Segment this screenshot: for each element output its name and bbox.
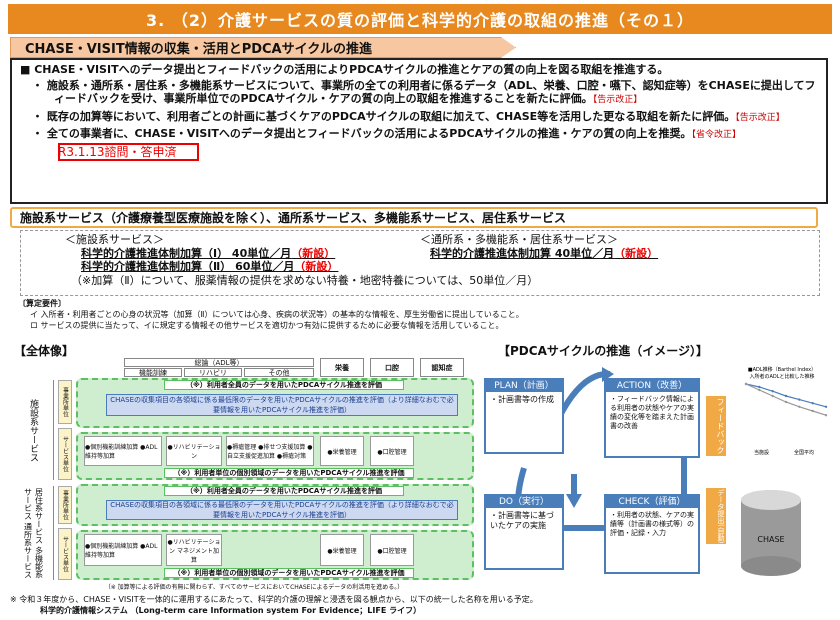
col-rehab: リハビリ	[184, 368, 242, 377]
day-addon-1: 科学的介護推進体制加算 40単位／月（新設）	[430, 246, 659, 260]
do-box: DO（実行） ・計画書等に基づいたケアの実施	[484, 494, 564, 570]
mini-point-0-5	[811, 402, 814, 405]
mini-chart-title: ■ADL推移（Barthel Index）	[748, 366, 816, 373]
approval-stamp: R3.1.13諮問・答申済	[58, 142, 199, 161]
mini-point-0-6	[824, 405, 828, 408]
facility-items-2: ●リハビリテーション	[166, 436, 222, 466]
col-dementia: 認知症	[420, 358, 464, 377]
facility-office-unit: 事業所単位	[58, 380, 72, 424]
col-other: その他	[244, 368, 314, 377]
mini-series-line-1	[745, 383, 827, 416]
facility-addon-1: 科学的介護推進体制加算（Ⅰ） 40単位／月（新設）	[81, 246, 336, 260]
day-service-unit: サービス単位	[58, 528, 72, 580]
day-pdca-individual: （※）利用者単位の個別領域のデータを用いたPDCAサイクル推進を評価	[164, 568, 414, 578]
lead-text: ■ CHASE・VISITへのデータ提出とフィードバックの活用によりPDCAサイ…	[20, 63, 669, 76]
mini-point-1-4	[798, 405, 801, 408]
bullet-1: ・ 施設系・通所系・居住系・多機能系サービスについて、事業所の全ての利用者に係る…	[32, 78, 816, 106]
mini-point-1-1	[758, 388, 761, 392]
day-items-5: ●口腔管理	[370, 534, 414, 566]
mini-legend-2: 全国平均	[794, 449, 814, 456]
pdca-label: 【PDCAサイクルの推進（イメージ）】	[498, 344, 709, 358]
facility-pdca-all: （※）利用者全員のデータを用いたPDCAサイクル推進を評価	[164, 380, 404, 390]
facility-pdca-individual: （※）利用者単位の個別領域のデータを用いたPDCAサイクル推進を評価	[164, 468, 414, 478]
facility-items-4: ●栄養管理	[320, 436, 364, 466]
whole-picture-diagram: 総論（ADL等） 機能訓練 リハビリ その他 栄養 口腔 認知症 施設系サービス…	[14, 358, 480, 591]
footnote: ※ 令和３年度から、CHASE・VISITを一体的に運用するにあたって、科学的介…	[10, 594, 830, 616]
addon-box: ＜施設系サービス＞ 科学的介護推進体制加算（Ⅰ） 40単位／月（新設） 科学的介…	[20, 230, 820, 296]
col-functional: 機能訓練	[124, 368, 182, 377]
whole-picture-label: 【全体像】	[14, 344, 75, 358]
footnote-2: 科学的介護情報システム （Long-term care Information …	[40, 606, 422, 615]
mini-point-1-6	[824, 414, 828, 417]
page-title: 3. （2）介護サービスの質の評価と科学的介護の取組の推進（その１）	[8, 4, 832, 34]
day-pdca-all: （※）利用者全員のデータを用いたPDCAサイクル推進を評価	[164, 486, 404, 496]
mini-point-0-1	[758, 385, 761, 389]
chase-database-icon: CHASE	[741, 490, 801, 576]
addon-note: （※加算（Ⅱ）について、服薬情報の提供を求めない特養・地密特養については、50単…	[71, 273, 539, 287]
bullet-2: ・ 既存の加算等において、利用者ごとの計画に基づくケアのPDCAサイクルの取組に…	[32, 109, 785, 123]
mini-point-1-0	[744, 382, 748, 386]
pdca-cycle: PLAN（計画） ・計画書等の作成 ACTION（改善） ・フィードバック情報に…	[484, 358, 834, 594]
facility-service-unit: サービス単位	[58, 428, 72, 480]
data-submit-arrow: データ提出(自動)	[706, 488, 726, 544]
diagram-footer-note: （※ 加算等による評価の有無に関わらず、すべてのサービスにおいてCHASEによる…	[104, 583, 404, 591]
facility-items-3: ●褥瘡管理 ●排せつ支援加算 ●自立支援促進加算 ●褥瘡対策	[226, 436, 314, 466]
day-office-unit: 事業所単位	[58, 486, 72, 524]
service-bar: 施設系サービス（介護療養型医療施設を除く）、通所系サービス、多機能系サービス、居…	[10, 207, 818, 228]
row-facility-label: 施設系サービス	[14, 380, 54, 480]
col-nutrition: 栄養	[320, 358, 364, 377]
day-chase-bar: CHASEの収集項目の各領域に係る最低限のデータを用いたPDCAサイクルの推進を…	[106, 500, 458, 520]
mini-point-1-2	[771, 394, 774, 398]
day-items-2: ●リハビリテーション マネジメント加算	[166, 534, 222, 566]
summary-box: ■ CHASE・VISITへのデータ提出とフィードバックの活用によりPDCAサイ…	[10, 58, 828, 204]
facility-heading: ＜施設系サービス＞	[65, 233, 164, 246]
col-oral: 口腔	[370, 358, 414, 377]
mini-chart-lines	[744, 382, 828, 417]
mini-point-1-5	[811, 409, 814, 413]
day-items-1: ●個別機能訓練加算 ●ADL維持等加算	[84, 534, 162, 566]
mini-chart-sub: 入所者のADLと比較した推移	[749, 373, 814, 380]
mini-legend-1: 当施設	[754, 449, 769, 456]
general-header: 総論（ADL等）	[124, 358, 314, 367]
requirements: 〔算定要件〕 イ 入所者・利用者ごとの心身の状況等（加算（Ⅱ）については心身、疾…	[18, 299, 524, 330]
mini-point-1-3	[784, 400, 788, 404]
mini-point-0-3	[784, 394, 788, 398]
action-box: ACTION（改善） ・フィードバック情報による利用者の状態やケアの実績の変化等…	[604, 378, 700, 458]
check-box: CHECK（評価） ・利用者の状態、ケアの実績等（計画書の様式等）の評価・記録・…	[604, 494, 700, 574]
db-label: CHASE	[757, 535, 784, 544]
mini-point-0-2	[771, 390, 774, 393]
mini-point-0-4	[798, 398, 801, 401]
plan-box: PLAN（計画） ・計画書等の作成	[484, 378, 564, 454]
day-items-4: ●栄養管理	[320, 534, 364, 566]
bullet-3: ・ 全ての事業者に、CHASE・VISITへのデータ提出とフィードバックの活用に…	[32, 127, 742, 161]
section-heading: CHASE・VISIT情報の収集・活用とPDCAサイクルの推進	[10, 37, 516, 58]
facility-items-5: ●口腔管理	[370, 436, 414, 466]
feedback-arrow: フィードバック	[706, 396, 726, 456]
mini-adl-chart: ■ADL推移（Barthel Index） 入所者のADLと比較した推移 当施設…	[744, 366, 828, 456]
facility-addon-2: 科学的介護推進体制加算（Ⅱ） 60単位／月（新設）	[81, 260, 339, 273]
row-day-label: 居住系サービス 多機能系サービス 通所系サービス	[14, 486, 54, 580]
facility-chase-bar: CHASEの収集項目の各領域に係る最低限のデータを用いたPDCAサイクルの推進を…	[106, 394, 458, 416]
facility-items-1: ●個別機能訓練加算 ●ADL維持等加算	[84, 436, 162, 466]
footnote-1: ※ 令和３年度から、CHASE・VISITを一体的に運用するにあたって、科学的介…	[10, 595, 538, 604]
arrowhead-2	[566, 494, 582, 508]
day-heading: ＜通所系・多機能系・居住系サービス＞	[420, 233, 618, 246]
